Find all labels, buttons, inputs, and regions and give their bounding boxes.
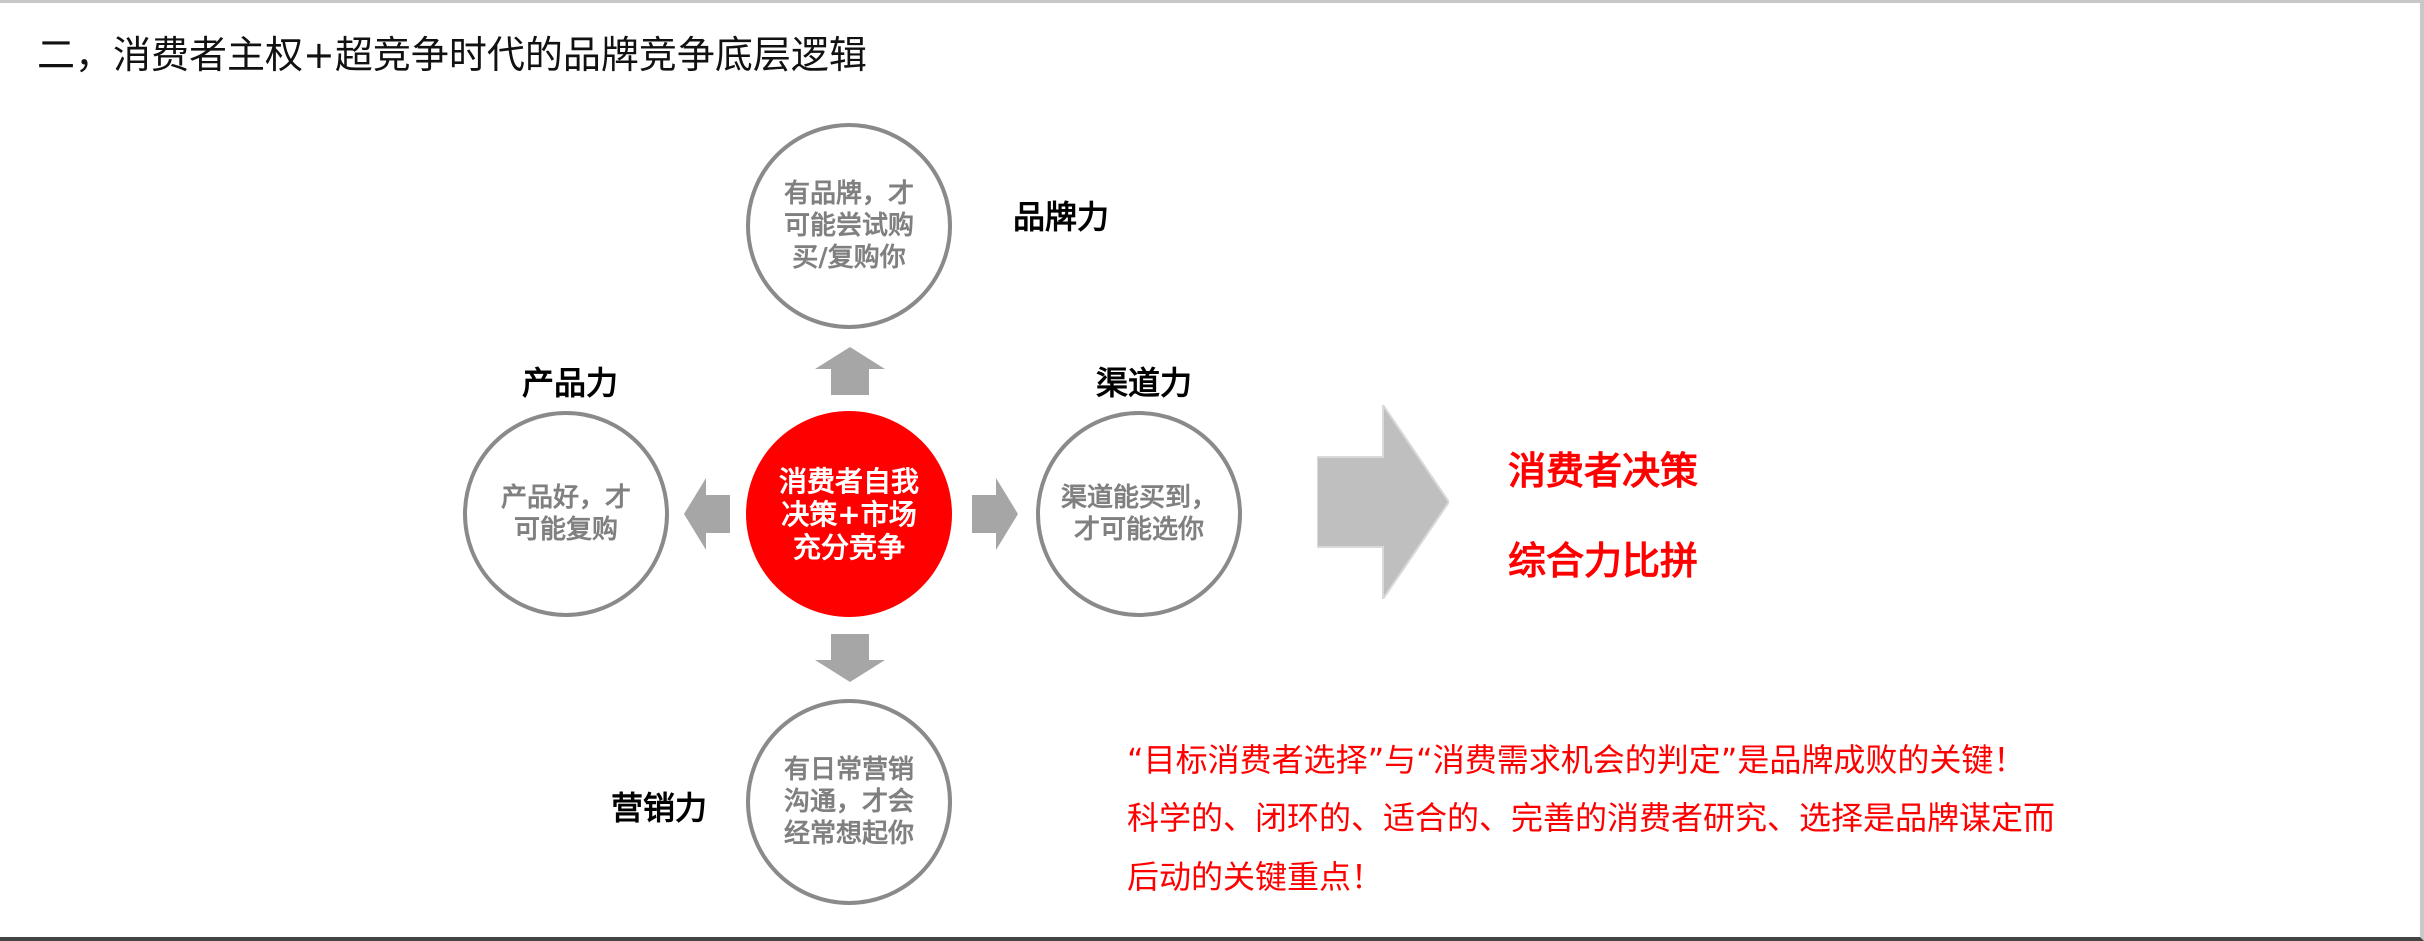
arrow-up-icon	[815, 347, 885, 395]
channel-power-label: 渠道力	[1096, 364, 1193, 402]
product-power-text: 产品好，才可能复购	[500, 483, 631, 545]
product-power-circle: 产品好，才可能复购	[463, 411, 669, 617]
channel-power-text: 渠道能买到，才可能选你	[1060, 483, 1217, 545]
marketing-power-circle: 有日常营销沟通，才会经常想起你	[746, 699, 952, 905]
big-arrow-right-icon	[1317, 405, 1449, 599]
slide-title: 二，消费者主权+超竞争时代的品牌竞争底层逻辑	[37, 33, 867, 77]
core-circle: 消费者自我决策+市场充分竞争	[746, 411, 952, 617]
arrow-right-icon	[972, 478, 1018, 550]
brand-power-text: 有品牌，才可能尝试购买/复购你	[783, 179, 914, 273]
brand-power-circle: 有品牌，才可能尝试购买/复购你	[746, 123, 952, 329]
result-line-2: 综合力比拼	[1508, 539, 1699, 583]
arrow-down-icon	[815, 634, 885, 682]
conclusion-line-3: 后动的关键重点！	[1127, 858, 1384, 896]
arrow-left-icon	[684, 478, 730, 550]
core-text: 消费者自我决策+市场充分竞争	[778, 464, 919, 564]
marketing-power-label: 营销力	[611, 789, 708, 827]
conclusion-line-1: “目标消费者选择”与“消费需求机会的判定”是品牌成败的关键！	[1127, 741, 2026, 779]
brand-power-label: 品牌力	[1013, 198, 1110, 236]
result-line-1: 消费者决策	[1508, 449, 1699, 493]
product-power-label: 产品力	[522, 364, 619, 402]
channel-power-circle: 渠道能买到，才可能选你	[1036, 411, 1242, 617]
marketing-power-text: 有日常营销沟通，才会经常想起你	[783, 755, 914, 849]
conclusion-line-2: 科学的、闭环的、适合的、完善的消费者研究、选择是品牌谋定而	[1127, 799, 2056, 837]
